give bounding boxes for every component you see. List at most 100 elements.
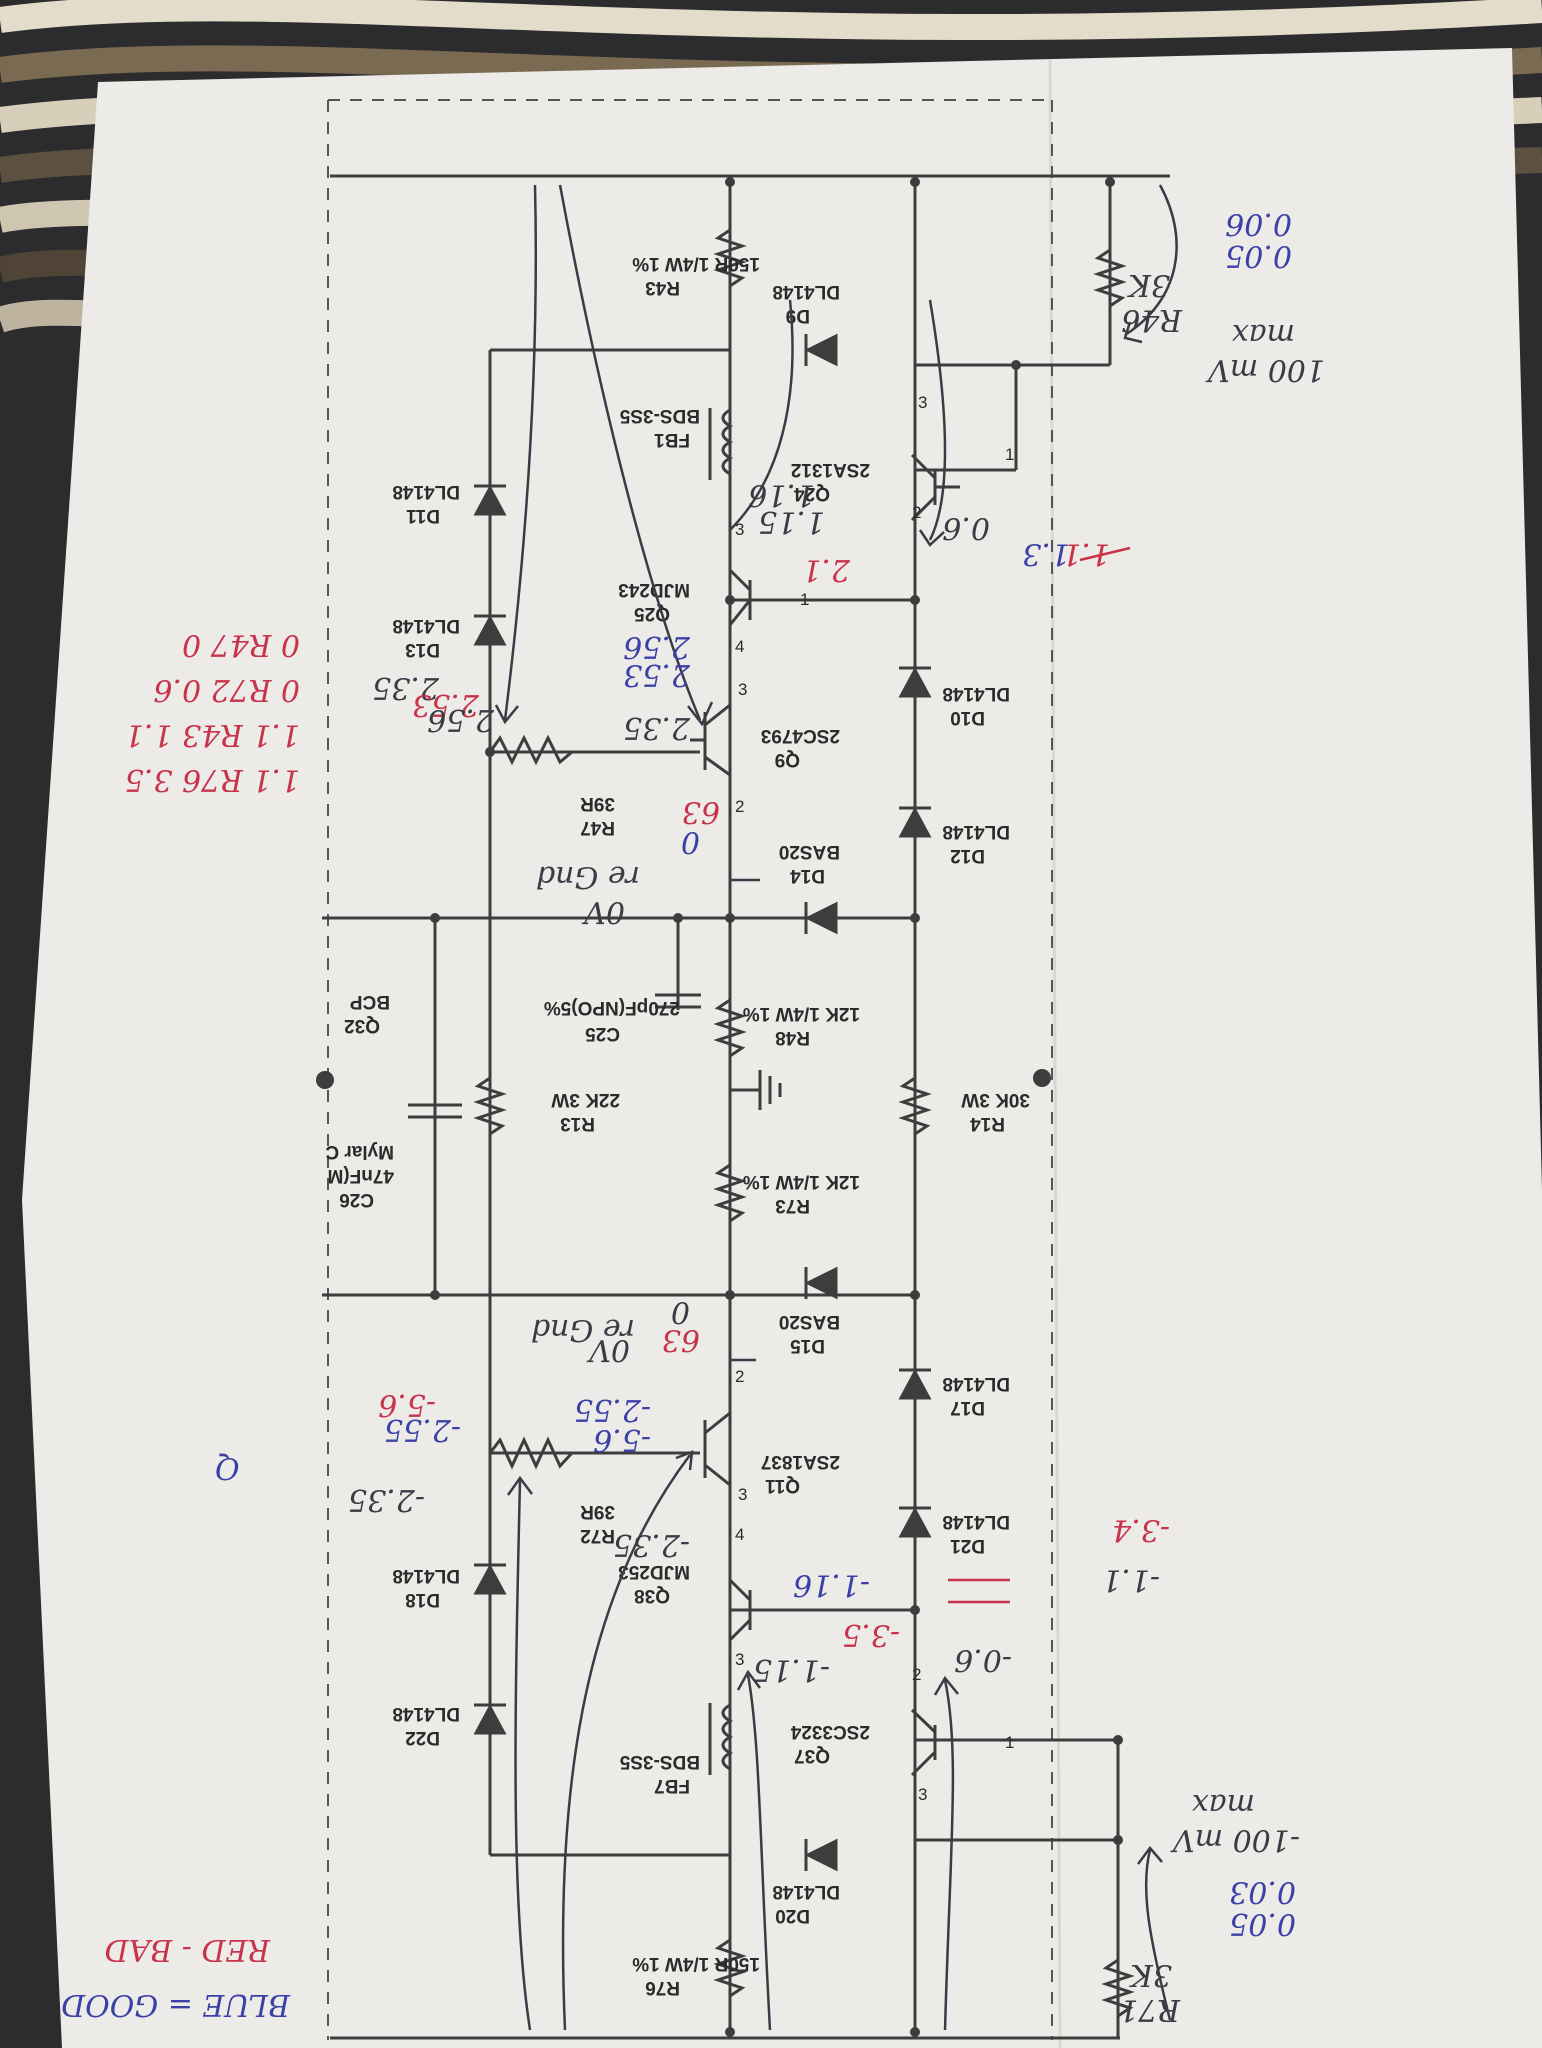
svg-text:3: 3 <box>735 520 744 539</box>
r73-value: 12K 1/4W 1% <box>743 1171 860 1192</box>
gnd-pos-text: 0V <box>581 894 625 929</box>
q38-value: MJD253 <box>618 1561 690 1582</box>
q11-value: 2SA1837 <box>761 1451 840 1472</box>
d11-value: DL4148 <box>392 481 460 502</box>
q11-ref: Q11 <box>765 1475 800 1496</box>
r43-ref: R43 <box>645 277 680 298</box>
q24-e2: 1.16 <box>748 477 815 512</box>
svg-text:3: 3 <box>918 1785 927 1804</box>
dashed-boundaries <box>327 99 1053 2040</box>
max-pos-text-2: max <box>1232 317 1295 352</box>
r43-value: 150R 1/4W 1% <box>632 253 760 274</box>
r14-ref: R14 <box>970 1113 1005 1134</box>
d15-value: BAS20 <box>779 1311 840 1332</box>
neg-left-1: -3.4 <box>1112 1512 1170 1547</box>
q32-value: BCP <box>350 991 390 1012</box>
r72-ref: R72 <box>580 1525 615 1546</box>
q37-e-red: -3.5 <box>842 1617 900 1652</box>
r71-label: R71 <box>1119 1992 1181 2027</box>
gnd-neg-text: 0V <box>586 1332 630 1367</box>
max-pos-text: 100 mV <box>1205 352 1325 387</box>
d13-value: DL4148 <box>392 615 460 636</box>
svg-text:1: 1 <box>1005 1733 1014 1752</box>
q24-b-blue: 1.3 <box>1022 536 1070 571</box>
r76-value: 150R 1/4W 1% <box>632 1953 760 1974</box>
r71-reading-2: 0.03 <box>1229 1874 1296 1909</box>
q9-ref: Q9 <box>775 749 800 770</box>
d18-ref: D18 <box>405 1589 440 1610</box>
c25-value: 270pF(NPO)5% <box>544 997 680 1018</box>
q25-e2: 2.56 <box>623 629 691 664</box>
r46-value: 3K <box>1127 267 1170 302</box>
q38-ref: Q38 <box>634 1585 670 1606</box>
node-c: 2.56 <box>427 702 495 737</box>
q9-value: 2SC4793 <box>761 725 840 746</box>
svg-text:3: 3 <box>918 393 927 412</box>
transistor-symbols <box>690 453 960 1777</box>
q32-ref: Q32 <box>344 1015 380 1036</box>
d15-ref: D15 <box>790 1335 825 1356</box>
q38-b: -1.16 <box>793 1567 870 1602</box>
pin-numbers: 3 1 2 3 1 4 3 2 2 3 4 3 2 1 3 <box>735 393 1014 1804</box>
ferrite-bead-symbols <box>708 408 734 1775</box>
resistor-symbols <box>473 228 1135 2018</box>
r76-ref: R76 <box>645 1977 680 1998</box>
r47-line: 0 R47 0 <box>182 627 300 662</box>
max-neg-text: -100 mV <box>1170 1822 1300 1857</box>
neg-c: -2.35 <box>348 1482 425 1517</box>
d17-value: DL4148 <box>942 1373 1010 1394</box>
component-labels: R43 150R 1/4W 1% D9 DL4148 FB1 BDS-3S5 Q… <box>325 253 1030 1998</box>
fb7-ref: FB7 <box>654 1775 690 1796</box>
q11-e1: -5.6 <box>593 1422 651 1457</box>
q24-value: 2SA1312 <box>791 459 870 480</box>
svg-text:4: 4 <box>735 637 744 656</box>
r43-line: 1.1 R43 1.1 <box>125 717 300 752</box>
d9-ref: D9 <box>786 305 810 326</box>
fb7-value: BDS-3S5 <box>619 1751 700 1772</box>
r47-value: 39R <box>580 793 615 814</box>
ground-symbol <box>730 1070 782 1110</box>
d12-value: DL4148 <box>942 821 1010 842</box>
q11-b: 63 <box>662 1322 700 1357</box>
strike-marks <box>948 546 1131 1604</box>
svg-text:3: 3 <box>738 1485 747 1504</box>
r71-value: 3K <box>1129 1957 1172 1992</box>
fb1-ref: FB1 <box>654 429 690 450</box>
d14-ref: D14 <box>790 865 825 886</box>
svg-text:1: 1 <box>800 590 809 609</box>
d18-value: DL4148 <box>392 1565 460 1586</box>
paper-sheet <box>22 48 1542 2048</box>
svg-text:2: 2 <box>912 503 921 522</box>
d9-value: DL4148 <box>772 281 840 302</box>
r13-value: 22K 3W <box>551 1089 620 1110</box>
c26-value-2: Mylar C <box>325 1141 394 1162</box>
q24-e1: 1.15 <box>758 504 825 539</box>
d11-ref: D11 <box>406 505 440 526</box>
r48-ref: R48 <box>775 1027 810 1048</box>
q9-b-2: 63 <box>682 794 720 829</box>
r47-ref: R47 <box>580 817 615 838</box>
r71-reading-1: 0.05 <box>1229 1906 1296 1941</box>
d14-value: BAS20 <box>779 841 840 862</box>
circled-mark: Q <box>215 1450 240 1485</box>
node-a: 2.35 <box>372 670 440 705</box>
r13-ref: R13 <box>560 1113 595 1134</box>
r14-value: 30K 3W <box>961 1089 1030 1110</box>
q37-e: -1.15 <box>753 1652 830 1687</box>
r46-label: R46 <box>1121 302 1183 337</box>
d20-ref: D20 <box>775 1905 810 1926</box>
handwritten-annotations: R46 3K 100 mV max 0.05 0.06 1.15 1.16 0.… <box>61 206 1325 2027</box>
svg-text:2: 2 <box>735 797 744 816</box>
c26-ref: C26 <box>339 1189 374 1210</box>
d20-value: DL4148 <box>772 1881 840 1902</box>
fb1-value: BDS-3S5 <box>619 405 700 426</box>
junctions <box>316 177 1123 2037</box>
svg-text:2: 2 <box>735 1367 744 1386</box>
c26-value: 47nF(M <box>328 1165 395 1186</box>
d12-ref: D12 <box>950 845 985 866</box>
q11-e2: -2.55 <box>574 1392 651 1427</box>
d13-ref: D13 <box>405 639 440 660</box>
r76-line: 1.1 R76 3.5 <box>125 762 300 797</box>
